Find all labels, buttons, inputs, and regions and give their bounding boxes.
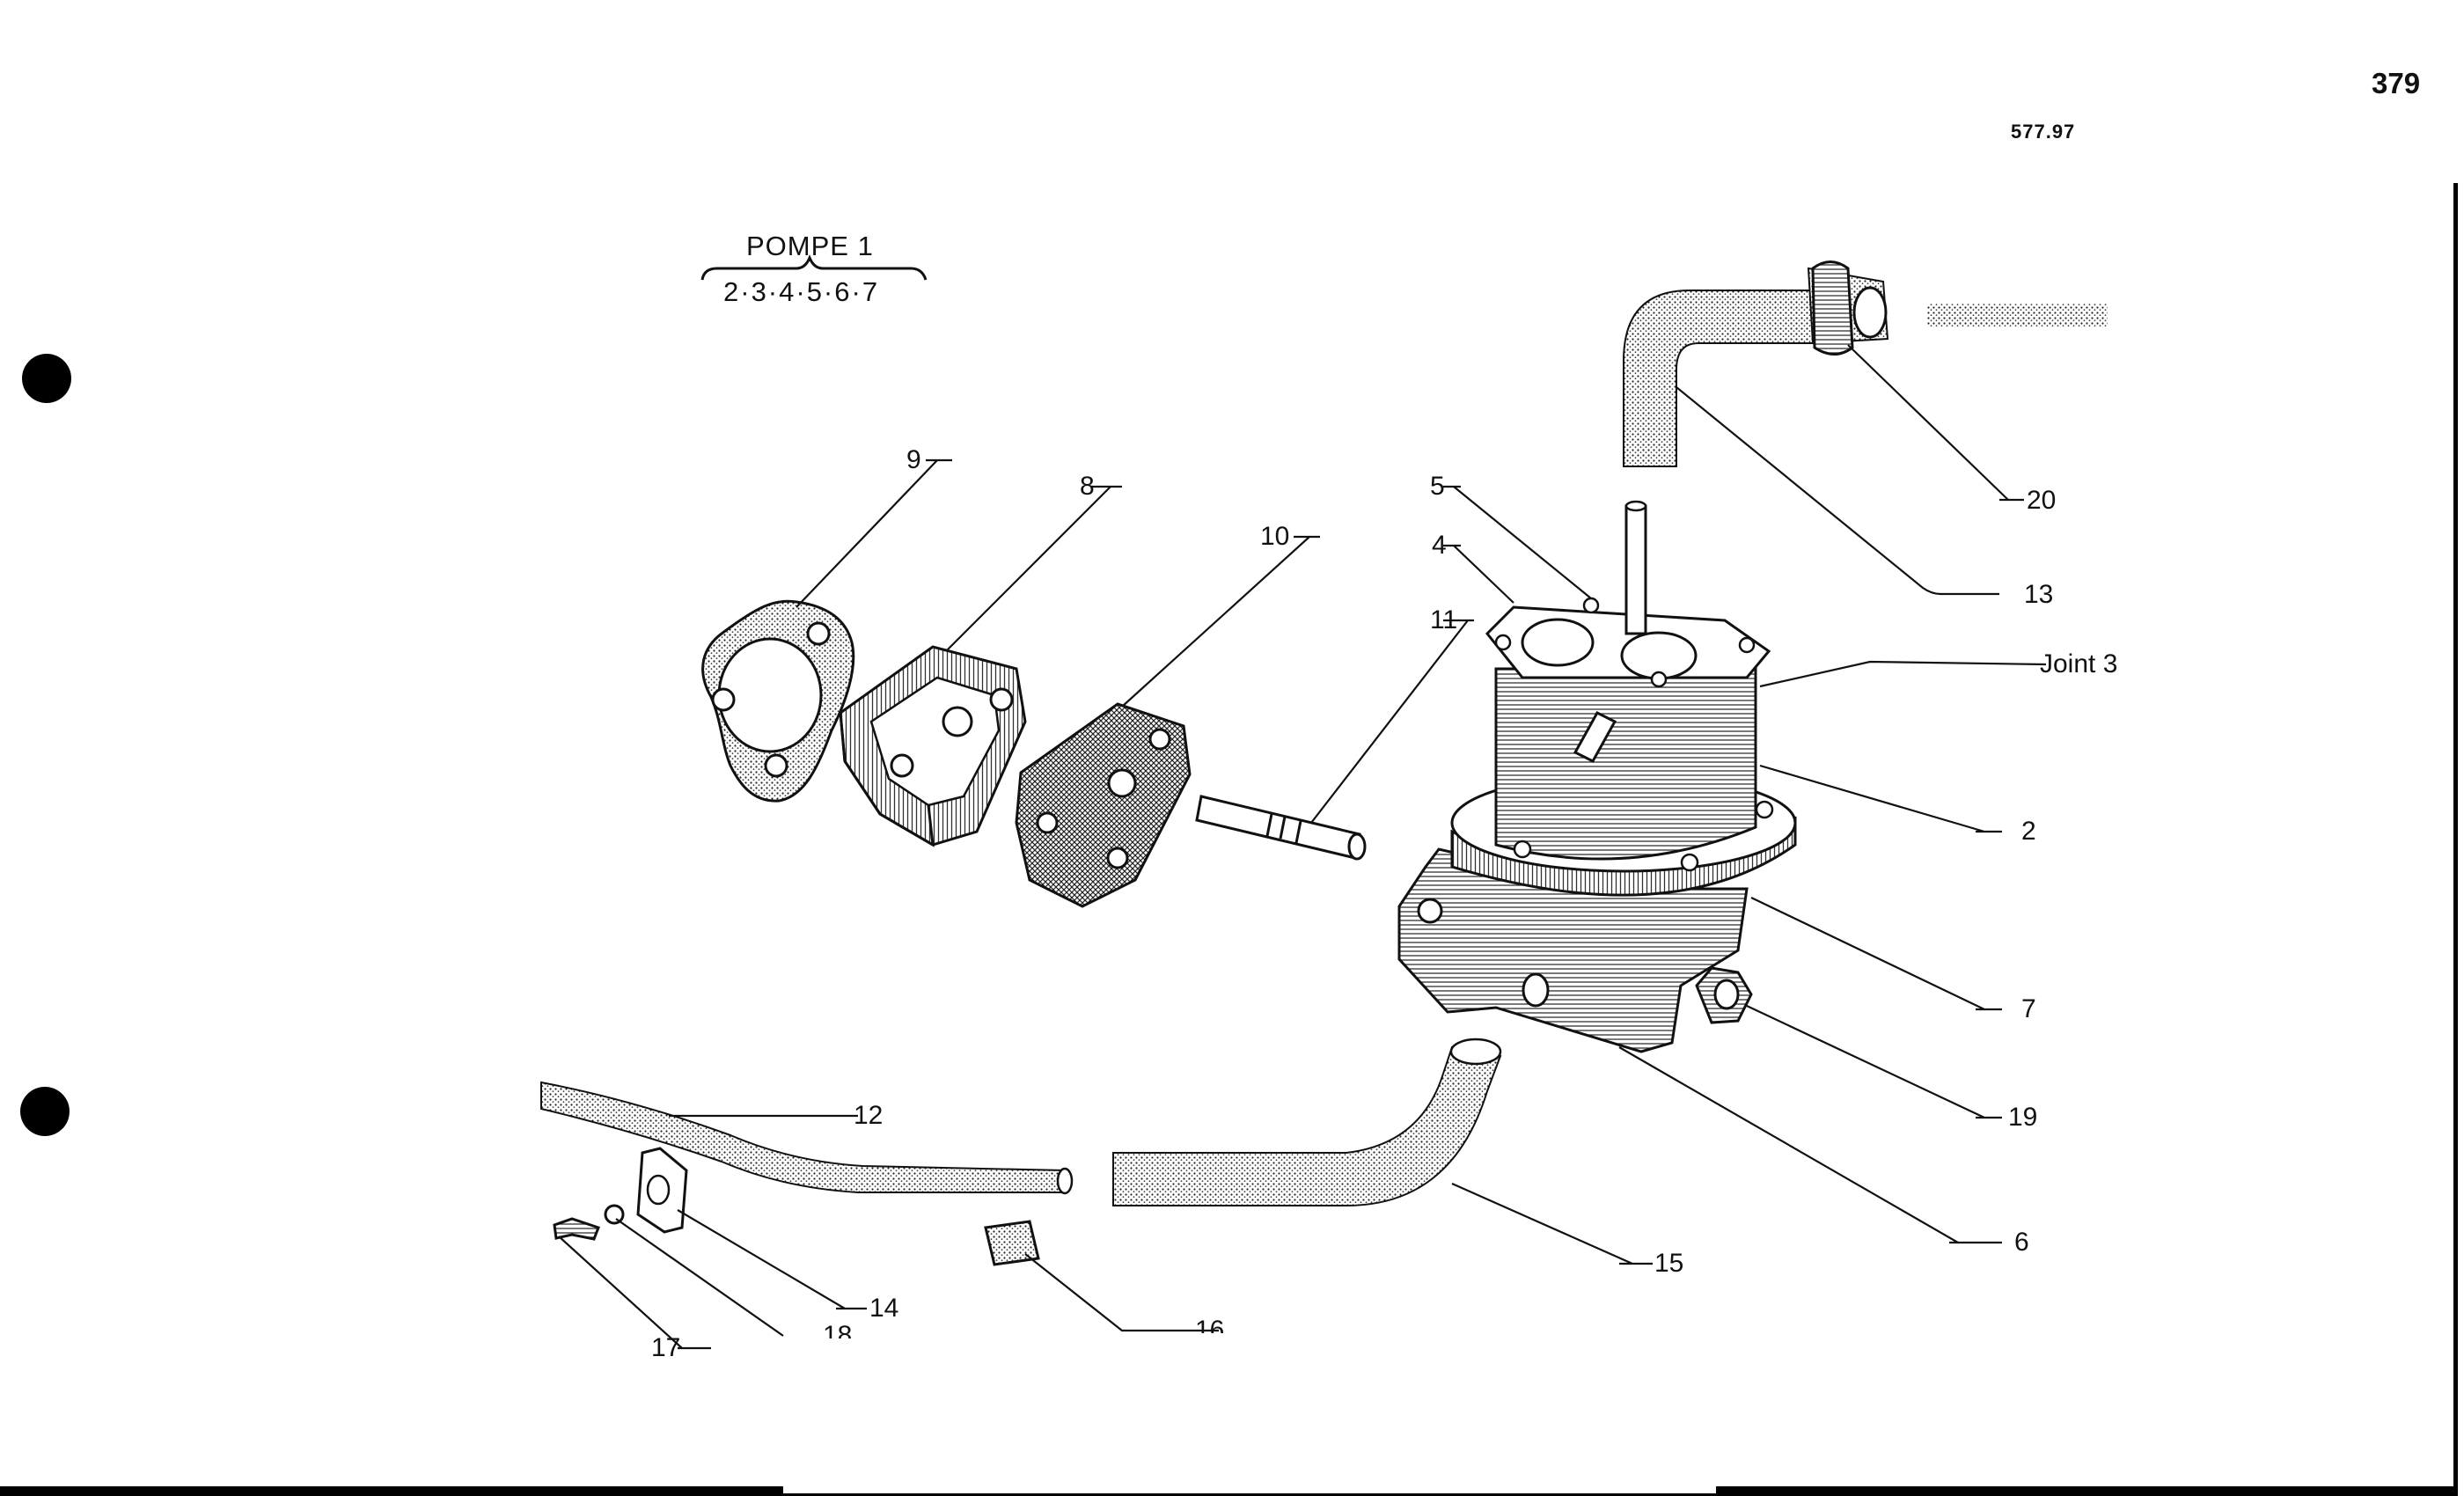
legend-series: 2·3·4·5·6·7 — [723, 276, 880, 307]
bottom-rule-center — [783, 1493, 1716, 1496]
sleeve-part-16 — [984, 1220, 1040, 1266]
screw-part-17 — [553, 1217, 600, 1241]
pin-part-11 — [1195, 795, 1367, 861]
leader-lines — [558, 344, 2047, 1350]
fuel-pipe-part-12 — [540, 1081, 1074, 1195]
callout-8: 8 — [1080, 472, 1095, 501]
gasket-part-9 — [701, 599, 855, 803]
callout-17: 17 — [651, 1333, 681, 1362]
fuel-pump-body — [1397, 500, 1797, 1053]
legend-title: POMPE 1 — [746, 231, 874, 261]
callout-18: 18 — [823, 1323, 853, 1338]
insulator-part-10 — [1015, 702, 1192, 908]
page-number: 379 — [2372, 67, 2421, 99]
callout-6: 6 — [2014, 1228, 2029, 1257]
callout-15: 15 — [1654, 1249, 1684, 1278]
clip-part-14 — [636, 1147, 688, 1234]
callout-joint-3: Joint 3 — [2040, 649, 2118, 678]
lower-hose-part-15 — [1112, 1038, 1502, 1206]
hose-clamp-part-20 — [1811, 260, 1888, 356]
reference-number: 577.97 — [2011, 121, 2076, 143]
callout-19: 19 — [2008, 1103, 2038, 1132]
bottom-rule-left — [0, 1486, 783, 1496]
callout-14: 14 — [869, 1294, 899, 1323]
callout-16: 16 — [1195, 1317, 1225, 1333]
binder-hole-top — [22, 354, 71, 403]
callout-13: 13 — [2024, 580, 2054, 609]
callout-12: 12 — [854, 1101, 884, 1130]
callout-7: 7 — [2021, 994, 2036, 1023]
legend-brace — [700, 254, 928, 281]
spacer-part-8 — [839, 645, 1027, 847]
callout-20: 20 — [2027, 486, 2057, 515]
callout-10: 10 — [1260, 522, 1290, 551]
callout-11: 11 — [1430, 605, 1458, 634]
callout-2: 2 — [2021, 817, 2036, 846]
washer-part-18 — [604, 1204, 625, 1225]
right-rule — [2453, 183, 2458, 1487]
bottom-rule-right — [1716, 1486, 2458, 1496]
binder-hole-bottom — [20, 1087, 70, 1136]
callout-4: 4 — [1432, 531, 1447, 560]
callout-9: 9 — [906, 445, 921, 474]
callout-5: 5 — [1430, 472, 1445, 501]
nut-part-19 — [1695, 966, 1753, 1024]
